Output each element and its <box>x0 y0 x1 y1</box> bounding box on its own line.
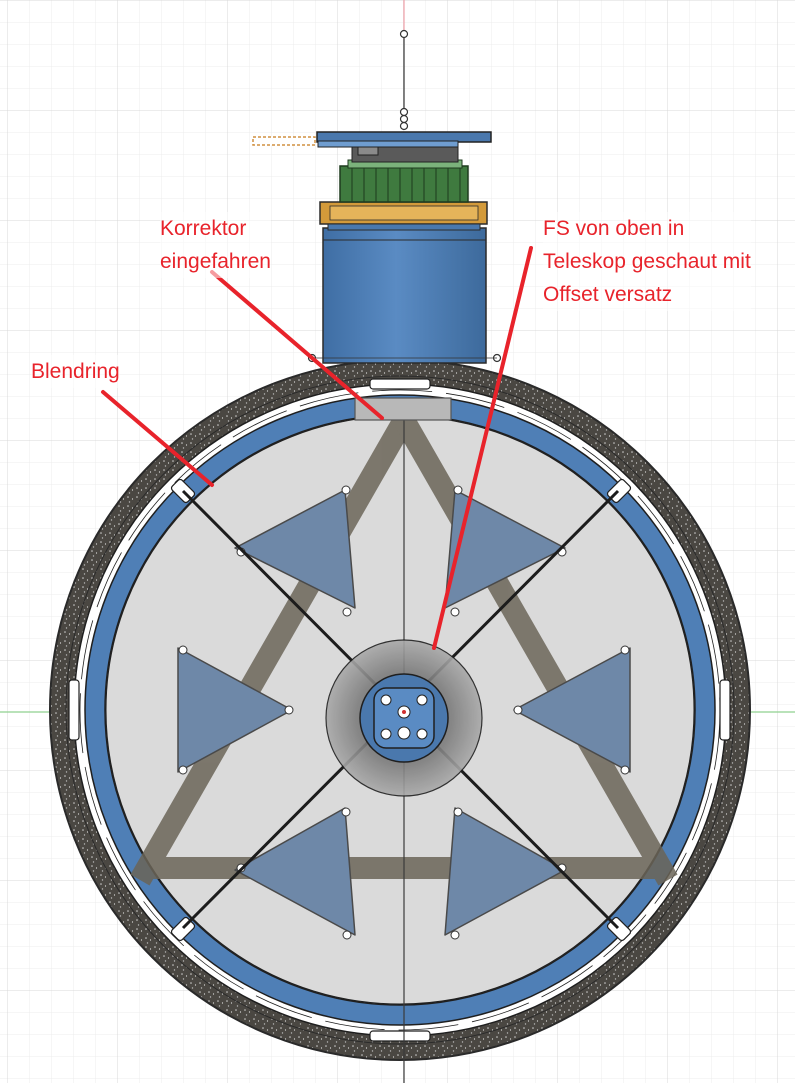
arrow-fs <box>432 246 533 650</box>
blend-ring-outer-edge <box>84 394 716 1026</box>
focuser-assembly[interactable] <box>252 131 492 364</box>
secondary-mirror-hub[interactable] <box>325 639 483 797</box>
support-pad-bottom-right <box>444 807 566 936</box>
mirror-support-pads <box>177 489 631 936</box>
support-pad-right <box>513 647 631 773</box>
arrow-korrektor <box>210 270 384 420</box>
annotation-arrows <box>101 246 533 650</box>
blendring-label: Blendring <box>31 355 120 388</box>
support-pad-top-right <box>444 489 566 609</box>
support-pad-left <box>177 647 293 773</box>
support-pad-bottom-left <box>234 807 356 936</box>
focuser-drawtube <box>322 227 487 364</box>
focuser-cap <box>317 140 459 148</box>
support-pad-top-left <box>234 489 356 609</box>
korrektor-label: Korrektor eingefahren <box>160 212 271 278</box>
tube-wall-inner-edge <box>65 375 735 1045</box>
fs-label: FS von oben in Teleskop geschaut mit Off… <box>543 212 751 311</box>
focuser-knob <box>252 136 316 146</box>
arrow-blendring <box>101 390 214 487</box>
focuser-gear <box>339 165 469 203</box>
